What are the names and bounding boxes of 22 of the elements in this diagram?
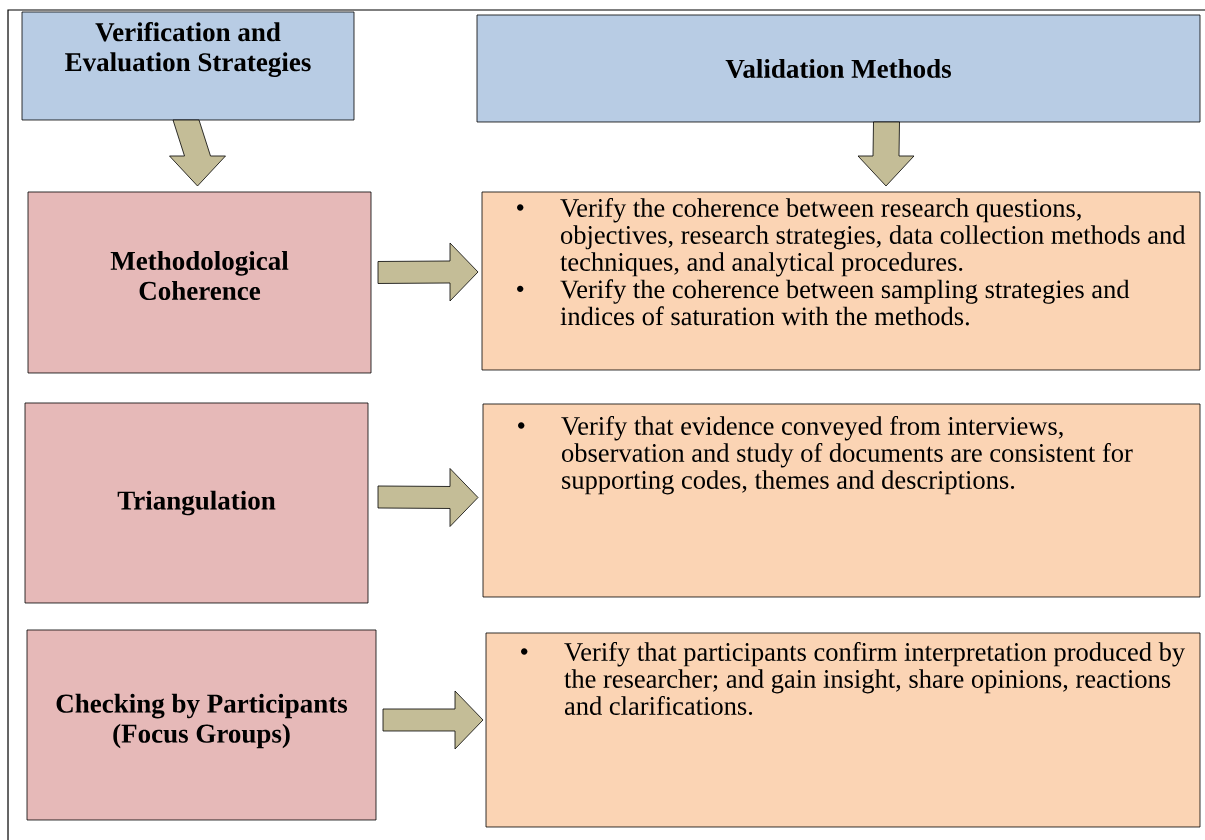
block-arrow (857, 121, 915, 187)
heading-box (21, 11, 355, 121)
bullet-text: Verify that participants confirm interpretation produced by the researcher; and gain insight, share opinions, reactions and clarifications. (564, 642, 1186, 716)
description-box (485, 632, 1201, 828)
block-arrow (382, 690, 484, 750)
description-box (481, 191, 1201, 371)
method-box (26, 629, 377, 821)
heading-text: Validation Methods (725, 58, 951, 79)
block-arrow (377, 242, 479, 302)
heading-text: Verification and Evaluation Strategies (65, 22, 311, 77)
heading-text: Checking by Participants (Focus Groups) (56, 693, 348, 749)
method-box (24, 402, 369, 604)
heading-text: Methodological Coherence (110, 251, 289, 300)
bullet-text: Verify that evidence conveyed from interviews, observation and study of documents are consistent for supporting codes, themes and descriptions. (561, 416, 1133, 495)
description-box (482, 403, 1201, 598)
heading-text: Triangulation (117, 490, 276, 516)
bullet-text: Verify the coherence between research questions, objectives, research strategies, data collection methods and techniques, and analytical procedures. (560, 198, 1186, 277)
block-arrow (169, 119, 226, 187)
heading-box (476, 14, 1201, 123)
method-box (27, 191, 372, 374)
bullet-text: Verify the coherence between sampling strategies and indices of saturation with the methods. (560, 279, 1130, 326)
block-arrow (377, 468, 479, 527)
